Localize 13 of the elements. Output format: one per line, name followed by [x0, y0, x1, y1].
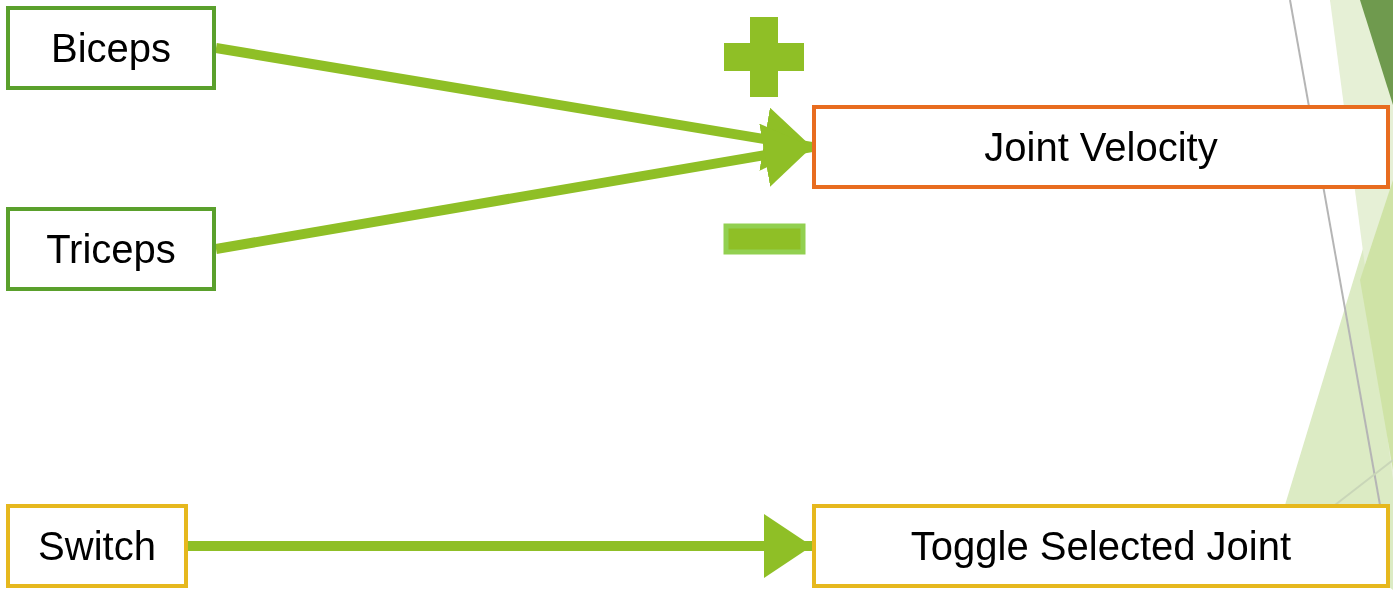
process-box — [6, 504, 188, 588]
arrow — [215, 123, 813, 254]
arrow — [215, 43, 813, 171]
process-box — [6, 207, 216, 291]
arrow — [188, 514, 812, 578]
process-box — [812, 504, 1390, 588]
process-box — [812, 105, 1390, 189]
box-label: Joint Velocity — [984, 124, 1218, 170]
box-label: Biceps — [50, 25, 172, 71]
box-label: Triceps — [46, 226, 176, 272]
box-label: Toggle Selected Joint — [910, 523, 1292, 569]
process-box — [6, 6, 216, 90]
box-label: Switch — [38, 523, 156, 569]
